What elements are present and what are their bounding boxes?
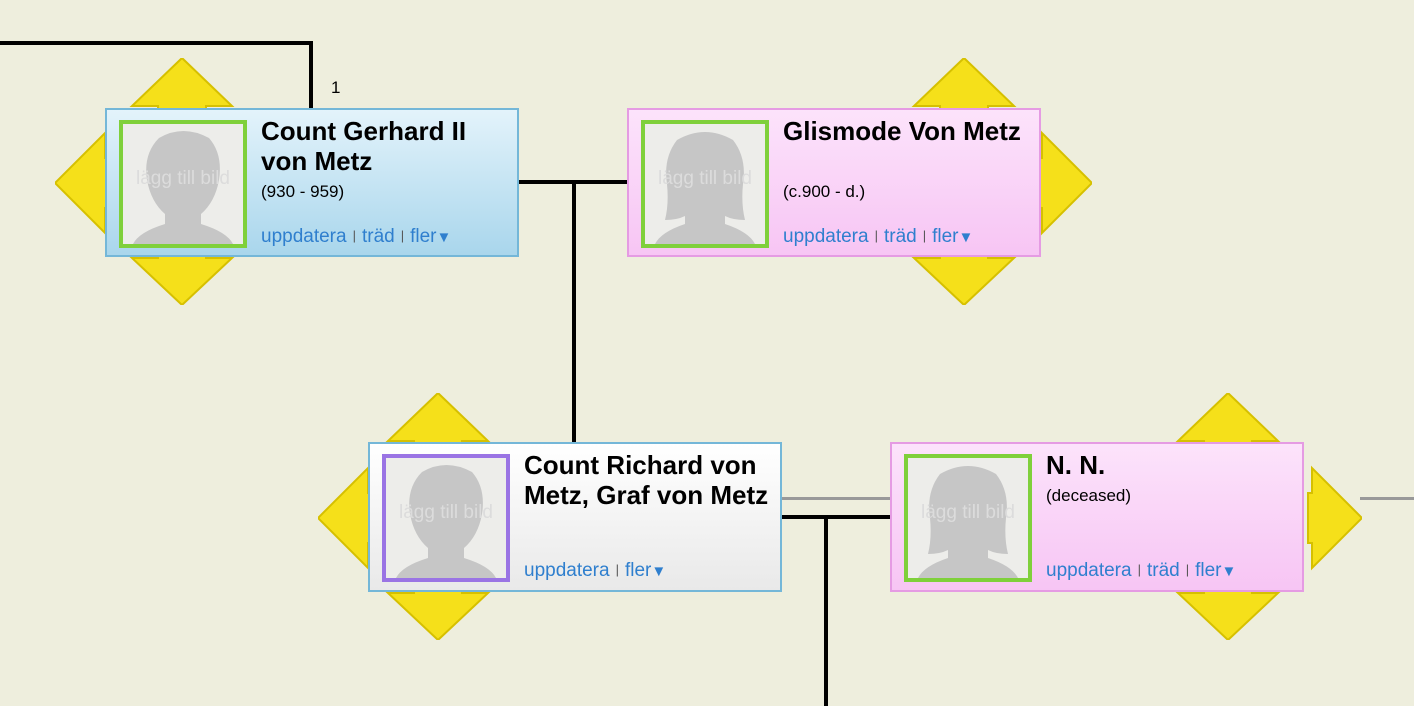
person-dates: (930 - 959) xyxy=(261,182,345,201)
update-link[interactable]: uppdatera xyxy=(524,560,610,581)
navigation-arrows xyxy=(55,58,467,305)
tree-link[interactable]: träd xyxy=(361,226,395,247)
chevron-down-icon[interactable]: ▼ xyxy=(958,229,974,246)
person-name[interactable]: Glismode Von Metz xyxy=(783,116,1021,146)
arrow-down-icon[interactable] xyxy=(129,252,235,305)
connector-line xyxy=(0,41,313,45)
connector-line xyxy=(780,497,890,500)
tree-link[interactable]: träd xyxy=(1146,560,1180,581)
add-photo-button[interactable]: lägg till bild xyxy=(119,120,247,248)
arrow-up-icon[interactable] xyxy=(911,58,1017,112)
connector-line xyxy=(572,180,576,444)
person-card-nn[interactable]: lägg till bild N. N. (deceased) uppdater… xyxy=(890,442,1304,592)
link-separator: | xyxy=(1137,562,1141,577)
person-name[interactable]: Count Richard von Metz, Graf von Metz xyxy=(524,450,769,510)
arrow-left-icon[interactable] xyxy=(55,130,110,236)
connector-line xyxy=(780,515,890,519)
link-separator: | xyxy=(922,228,927,243)
female-silhouette-icon xyxy=(655,132,755,244)
male-silhouette-icon xyxy=(133,131,233,244)
person-links: uppdatera | fler▼ xyxy=(524,560,666,582)
person-dates: (deceased) xyxy=(1046,486,1132,505)
arrow-up-icon[interactable] xyxy=(1175,393,1281,447)
chevron-down-icon[interactable]: ▼ xyxy=(436,229,452,246)
link-separator: | xyxy=(352,228,356,243)
arrow-down-icon[interactable] xyxy=(1175,587,1281,640)
update-link[interactable]: uppdatera xyxy=(261,226,347,247)
update-link[interactable]: uppdatera xyxy=(783,226,869,247)
generation-label: 1 xyxy=(331,78,341,97)
arrow-left-icon[interactable] xyxy=(318,465,373,571)
arrow-right-icon[interactable] xyxy=(1037,130,1092,236)
link-separator: | xyxy=(874,228,878,243)
more-link[interactable]: fler xyxy=(624,560,652,581)
female-silhouette-icon xyxy=(918,466,1018,578)
person-links: uppdatera | träd | fler▼ xyxy=(783,226,973,248)
person-card-gerhard[interactable]: lägg till bild Count Gerhard II von Metz… xyxy=(105,108,519,257)
tree-link[interactable]: träd xyxy=(883,226,917,247)
link-separator: | xyxy=(615,562,619,577)
chevron-down-icon[interactable]: ▼ xyxy=(651,563,667,580)
arrow-down-icon[interactable] xyxy=(911,252,1017,305)
add-photo-button[interactable]: lägg till bild xyxy=(641,120,769,248)
arrow-right-icon[interactable] xyxy=(1307,465,1362,571)
chevron-down-icon[interactable]: ▼ xyxy=(1221,563,1237,580)
update-link[interactable]: uppdatera xyxy=(1046,560,1132,581)
more-link[interactable]: fler xyxy=(932,226,959,247)
add-photo-label: lägg till bild xyxy=(921,502,1015,523)
arrow-up-icon[interactable] xyxy=(385,393,491,447)
person-name[interactable]: N. N. xyxy=(1046,450,1106,480)
connector-line xyxy=(1360,497,1414,500)
link-separator: | xyxy=(400,228,405,243)
person-name[interactable]: Count Gerhard II von Metz xyxy=(261,116,467,176)
arrow-up-icon[interactable] xyxy=(129,58,235,112)
person-links: uppdatera | träd | fler▼ xyxy=(261,226,451,248)
more-link[interactable]: fler xyxy=(1195,560,1222,581)
add-photo-label: lägg till bild xyxy=(399,502,493,523)
add-photo-label: lägg till bild xyxy=(658,168,752,189)
male-silhouette-icon xyxy=(396,465,496,578)
add-photo-button[interactable]: lägg till bild xyxy=(382,454,510,582)
connector-line xyxy=(824,515,828,706)
add-photo-label: lägg till bild xyxy=(136,168,230,189)
add-photo-button[interactable]: lägg till bild xyxy=(904,454,1032,582)
more-link[interactable]: fler xyxy=(410,226,437,247)
person-links: uppdatera | träd | fler▼ xyxy=(1046,560,1236,582)
connector-line xyxy=(309,41,313,109)
arrow-down-icon[interactable] xyxy=(385,587,491,640)
person-card-glismode[interactable]: lägg till bild Glismode Von Metz (c.900 … xyxy=(627,108,1041,257)
person-card-richard[interactable]: lägg till bild Count Richard von Metz, G… xyxy=(368,442,782,592)
person-dates: (c.900 - d.) xyxy=(783,182,866,201)
link-separator: | xyxy=(1185,562,1190,577)
